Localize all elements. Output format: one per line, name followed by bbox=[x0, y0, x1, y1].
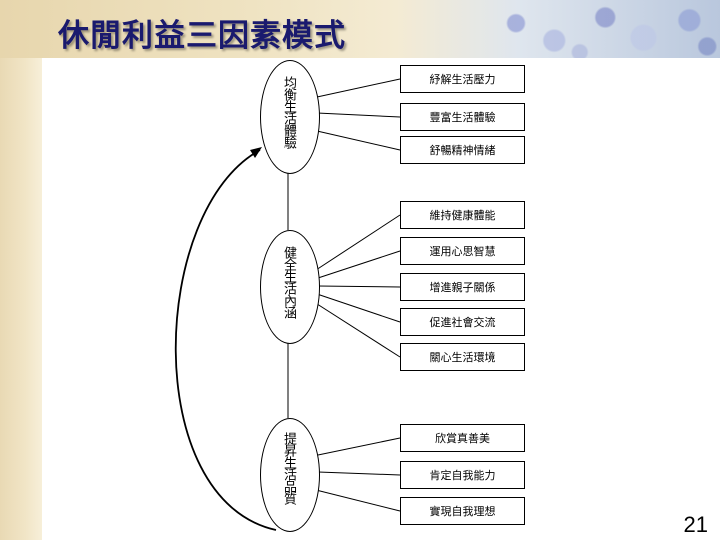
arrow-head bbox=[250, 147, 262, 158]
connector-2-3 bbox=[317, 285, 401, 288]
outcome-box: 維持健康體能 bbox=[400, 201, 525, 229]
outcome-box: 欣賞真善美 bbox=[400, 424, 525, 452]
connector-2-1 bbox=[315, 214, 401, 271]
connector-1-3 bbox=[316, 130, 401, 151]
connector-3-3 bbox=[315, 489, 401, 512]
outcome-box: 增進親子關係 bbox=[400, 273, 525, 301]
connector-1-2 bbox=[316, 112, 401, 118]
curved-arrow bbox=[174, 149, 277, 531]
outcome-box: 關心生活環境 bbox=[400, 343, 525, 371]
outcome-box: 促進社會交流 bbox=[400, 308, 525, 336]
outcome-box: 紓解生活壓力 bbox=[400, 65, 525, 93]
node-ellipse-3 bbox=[260, 418, 320, 532]
outcome-box: 運用心思智慧 bbox=[400, 237, 525, 265]
connector-2-2 bbox=[317, 250, 401, 279]
node-label-3: 提昇生活品質 bbox=[281, 432, 296, 504]
connector-2-4 bbox=[316, 293, 401, 323]
node-label-2: 健全生活內涵 bbox=[281, 246, 296, 318]
connector-1-1 bbox=[316, 78, 401, 98]
connector-2-5 bbox=[313, 301, 401, 358]
node-ellipse-1 bbox=[260, 60, 320, 174]
connector-3-2 bbox=[317, 471, 401, 476]
node-label-1: 均衡生活體驗 bbox=[281, 76, 296, 148]
outcome-box: 肯定自我能力 bbox=[400, 461, 525, 489]
parchment-sidebar bbox=[0, 0, 42, 540]
outcome-box: 舒暢精神情緒 bbox=[400, 136, 525, 164]
page-number: 21 bbox=[683, 512, 708, 537]
outcome-box: 豐富生活體驗 bbox=[400, 103, 525, 131]
node-ellipse-2 bbox=[260, 230, 320, 344]
flower-decoration bbox=[465, 0, 720, 58]
outcome-box: 實現自我理想 bbox=[400, 497, 525, 525]
slide-title: 休閒利益三因素模式 bbox=[58, 18, 346, 54]
connector-3-1 bbox=[317, 437, 401, 456]
